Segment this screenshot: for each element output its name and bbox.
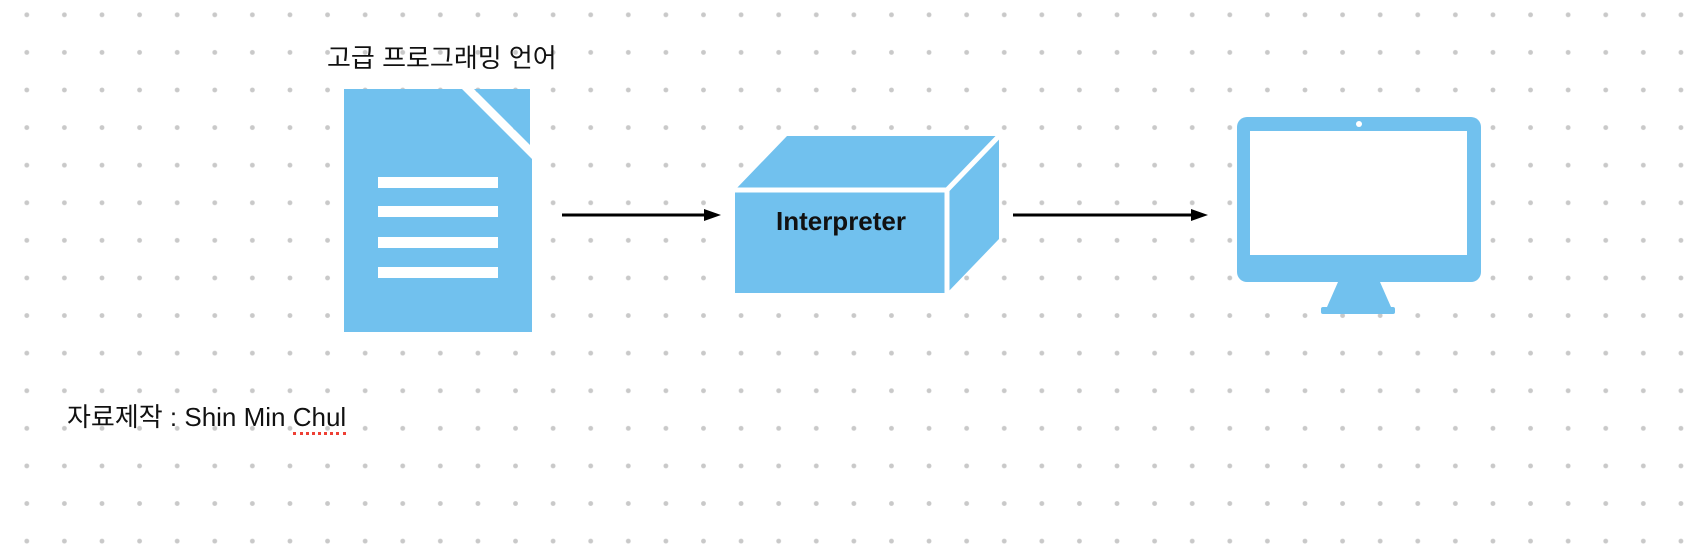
cube-front-face — [735, 190, 947, 293]
arrow-head-icon — [1191, 209, 1208, 221]
flow-arrow-2[interactable] — [1013, 209, 1208, 221]
document-text-line — [378, 177, 498, 188]
credit-prefix: 자료제작 : Shin Min — [67, 402, 293, 432]
cube-3d-icon[interactable] — [735, 134, 1001, 293]
credit-text[interactable]: 자료제작 : Shin Min Chul — [67, 402, 347, 435]
flow-arrow-1[interactable] — [562, 209, 721, 221]
credit-misspelled-word: Chul — [292, 402, 347, 435]
interpreter-node-label[interactable]: Interpreter — [775, 206, 907, 236]
monitor-screen — [1250, 131, 1467, 255]
document-folded-corner — [474, 89, 530, 145]
cube-right-face — [947, 136, 999, 293]
arrow-head-icon — [704, 209, 721, 221]
document-text-line — [378, 237, 498, 248]
cube-top-face — [735, 136, 999, 190]
monitor-stand — [1327, 282, 1391, 307]
monitor-base — [1321, 307, 1395, 314]
document-node-label[interactable]: 고급 프로그래밍 언어 — [327, 43, 557, 73]
document-text-line — [378, 206, 498, 217]
cube-edge-highlight — [945, 134, 1001, 192]
document-text-line — [378, 267, 498, 278]
monitor-icon[interactable] — [1237, 117, 1481, 314]
monitor-camera-dot — [1356, 121, 1362, 127]
document-icon[interactable] — [344, 89, 532, 332]
